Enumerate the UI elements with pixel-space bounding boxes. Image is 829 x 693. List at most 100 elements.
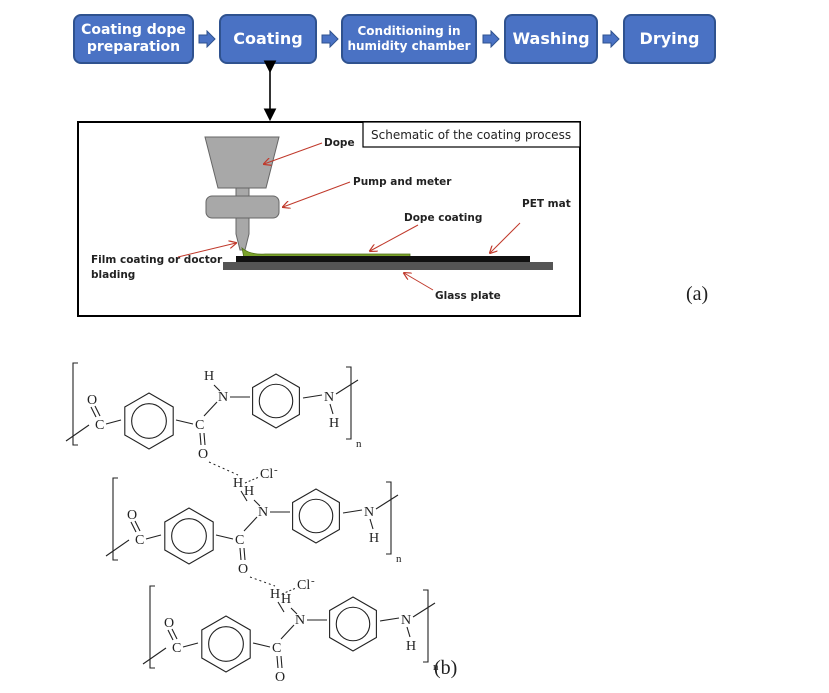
label-dope: Dope <box>324 137 355 149</box>
bond-chain-end <box>335 379 359 395</box>
nitrogen-label: N <box>258 505 268 520</box>
label-pump: Pump and meter <box>353 176 452 188</box>
aromatic-ring-circle <box>258 383 294 419</box>
flow-arrow-icon <box>198 29 216 49</box>
bond-double <box>203 432 206 446</box>
carbon-label: C <box>172 641 181 656</box>
panel-label-a: (a) <box>686 283 709 305</box>
bond <box>406 626 411 638</box>
aromatic-ring-circle <box>298 498 334 534</box>
step-label-line2: preparation <box>86 39 181 55</box>
oxygen-label: O <box>275 670 285 685</box>
bond <box>253 499 261 507</box>
bond-double <box>243 547 246 561</box>
oxygen-label: O <box>164 616 174 631</box>
hydrogen-bond <box>249 576 276 587</box>
pointer-pump <box>283 181 351 207</box>
label-pet-mat: PET mat <box>522 198 571 210</box>
repeat-bracket-left <box>72 362 78 446</box>
bond-double <box>276 655 279 669</box>
hopper-neck <box>235 187 250 197</box>
aromatic-ring-circle <box>171 518 207 554</box>
bond-chain-end <box>142 647 167 665</box>
hydrogen-label: H <box>406 639 416 654</box>
dope-hopper <box>204 136 280 189</box>
pointer-film <box>177 243 236 258</box>
bond-chain-end <box>65 424 90 442</box>
carbon-label: C <box>195 418 204 433</box>
bond-chain-end <box>412 602 436 618</box>
bond <box>203 401 218 417</box>
hydrogen-label: H <box>244 484 254 499</box>
step-washing: Washing <box>504 14 598 64</box>
label-film-line1: Film coating or doctor <box>91 254 223 266</box>
step-coating: Coating <box>219 14 317 64</box>
bond <box>290 607 298 615</box>
bond-double <box>94 405 101 417</box>
benzene-ring <box>329 596 377 652</box>
panel-label-b: (b) <box>434 657 458 679</box>
schematic-title-box <box>362 121 581 148</box>
bond <box>277 601 285 613</box>
bond <box>175 419 194 425</box>
oxygen-label: O <box>238 562 248 577</box>
benzene-ring <box>292 488 340 544</box>
bond <box>105 419 122 425</box>
flow-arrow-icon <box>602 29 620 49</box>
bond-chain-end <box>375 494 399 510</box>
ion-interaction <box>281 587 297 595</box>
bond-double <box>90 406 97 418</box>
pump-meter <box>205 195 280 219</box>
bond <box>182 642 199 648</box>
step-dope-preparation: Coating dope preparation <box>73 14 194 64</box>
flow-arrow-icon <box>482 29 500 49</box>
hydrogen-label: H <box>329 416 339 431</box>
bond-double <box>171 628 178 640</box>
pointer-dope <box>264 142 323 164</box>
step-label: Drying <box>639 29 700 48</box>
flow-arrow-icon <box>321 29 339 49</box>
pointer-pet-mat <box>490 222 521 253</box>
bond <box>243 516 258 532</box>
hydrogen-label: H <box>270 587 280 602</box>
nitrogen-label: N <box>364 505 374 520</box>
bond <box>302 394 323 399</box>
nitrogen-label: N <box>295 613 305 628</box>
bond-double <box>239 547 242 561</box>
bond <box>252 642 271 648</box>
hydrogen-label: H <box>281 592 291 607</box>
repeat-bracket-left <box>149 585 155 669</box>
bond-double <box>167 629 174 641</box>
bond <box>329 403 334 415</box>
benzene-ring <box>252 373 300 429</box>
bond <box>379 617 400 622</box>
benzene-ring <box>201 615 251 673</box>
nitrogen-label: N <box>218 390 228 405</box>
aromatic-ring-circle <box>131 403 167 439</box>
bond-double <box>280 655 283 669</box>
bond-chain-end <box>105 539 130 557</box>
bond-double <box>134 520 141 532</box>
hydrogen-label: H <box>233 476 243 491</box>
carbon-label: C <box>135 533 144 548</box>
step-drying: Drying <box>623 14 716 64</box>
step-conditioning: Conditioning in humidity chamber <box>341 14 477 64</box>
benzene-ring <box>124 392 174 450</box>
oxygen-label: O <box>198 447 208 462</box>
repeat-count-label: n <box>433 661 439 673</box>
hydrogen-label: H <box>369 531 379 546</box>
label-glass: Glass plate <box>435 290 501 302</box>
repeat-bracket-right <box>386 481 392 555</box>
repeat-bracket-right <box>346 366 352 440</box>
bond-double <box>199 432 202 446</box>
step-label-line2: humidity chamber <box>347 39 471 53</box>
bond <box>215 534 234 540</box>
carbon-label: C <box>272 641 281 656</box>
nitrogen-label: N <box>401 613 411 628</box>
chloride-label: Cl <box>260 467 273 482</box>
hydrogen-bond <box>208 461 239 476</box>
aromatic-ring-circle <box>335 606 371 642</box>
bond <box>145 534 162 540</box>
